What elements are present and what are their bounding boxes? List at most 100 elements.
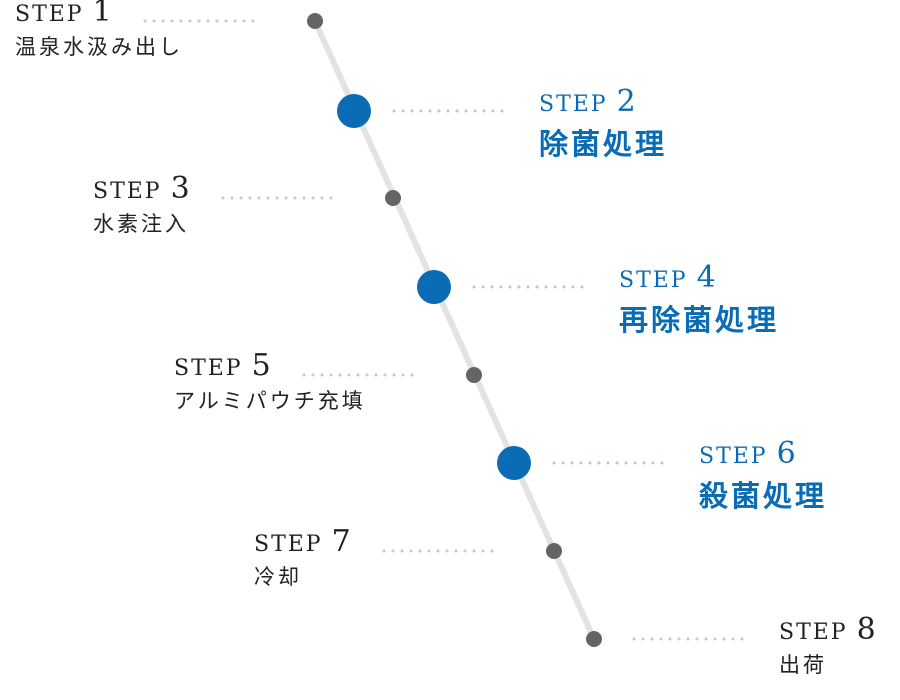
leader-dot bbox=[517, 285, 521, 289]
leader-dot bbox=[632, 637, 636, 641]
step-name: 温泉水汲み出し bbox=[15, 35, 183, 59]
leader-dot bbox=[731, 637, 735, 641]
leader-dot bbox=[481, 549, 485, 553]
step-index: 4 bbox=[696, 260, 716, 295]
leader-dot bbox=[526, 285, 530, 289]
step-name: 出荷 bbox=[779, 653, 827, 677]
leader-dot bbox=[161, 19, 165, 23]
leader-dot bbox=[221, 196, 225, 200]
step-index: 7 bbox=[331, 524, 351, 559]
leader-dot bbox=[668, 637, 672, 641]
step-prefix: STEP bbox=[15, 2, 93, 27]
leader-dot bbox=[650, 637, 654, 641]
step-prefix: STEP bbox=[619, 268, 697, 293]
leader-dot bbox=[275, 196, 279, 200]
leader-dot bbox=[463, 549, 467, 553]
leader-dot bbox=[257, 196, 261, 200]
leader-dot bbox=[329, 373, 333, 377]
leader-dot bbox=[284, 196, 288, 200]
leader-dot bbox=[659, 637, 663, 641]
step-number: STEP 6 bbox=[699, 436, 827, 471]
leader-dot bbox=[482, 109, 486, 113]
leader-dot bbox=[410, 109, 414, 113]
leader-dot bbox=[419, 109, 423, 113]
leader-dot bbox=[293, 196, 297, 200]
leader-dot bbox=[535, 285, 539, 289]
step-index: 1 bbox=[92, 0, 112, 29]
step-number: STEP 7 bbox=[254, 524, 351, 559]
step-name-text: 再除菌処理 bbox=[619, 303, 780, 337]
leader-dot bbox=[224, 19, 228, 23]
leader-dot bbox=[481, 285, 485, 289]
leader-dot bbox=[401, 109, 405, 113]
step-number: STEP 3 bbox=[93, 171, 190, 206]
dotted-leader bbox=[552, 461, 664, 465]
leader-dot bbox=[473, 109, 477, 113]
step-name: アルミパウチ充填 bbox=[174, 389, 366, 413]
step-prefix: STEP bbox=[539, 92, 617, 117]
leader-dot bbox=[266, 196, 270, 200]
step-prefix: STEP bbox=[174, 356, 252, 381]
leader-dot bbox=[233, 19, 237, 23]
step-index: 2 bbox=[616, 84, 636, 119]
leader-dot bbox=[197, 19, 201, 23]
leader-dot bbox=[215, 19, 219, 23]
leader-dot bbox=[508, 285, 512, 289]
leader-dot bbox=[428, 109, 432, 113]
leader-dot bbox=[677, 637, 681, 641]
leader-dot bbox=[722, 637, 726, 641]
step-name: 殺菌処理 bbox=[679, 473, 850, 525]
leader-dot bbox=[562, 285, 566, 289]
step-node-major bbox=[337, 94, 371, 128]
leader-dot bbox=[410, 373, 414, 377]
step-prefix: STEP bbox=[779, 620, 857, 645]
step-number: STEP 4 bbox=[619, 260, 779, 295]
step-label-7: STEP 7 冷却 bbox=[254, 524, 351, 591]
leader-dot bbox=[392, 109, 396, 113]
step-name-text: 除菌処理 bbox=[539, 127, 668, 161]
leader-dot bbox=[651, 461, 655, 465]
step-name: 除菌処理 bbox=[519, 121, 690, 173]
leader-dot bbox=[356, 373, 360, 377]
leader-dot bbox=[490, 285, 494, 289]
dotted-leader bbox=[221, 196, 333, 200]
leader-dot bbox=[242, 19, 246, 23]
leader-dot bbox=[239, 196, 243, 200]
leader-dot bbox=[695, 637, 699, 641]
leader-dot bbox=[686, 637, 690, 641]
step-name: 冷却 bbox=[254, 565, 302, 589]
dotted-leader bbox=[302, 373, 414, 377]
step-label-2: STEP 2 除菌処理 bbox=[519, 84, 690, 173]
step-prefix: STEP bbox=[93, 179, 171, 204]
leader-dot bbox=[624, 461, 628, 465]
step-label-1: STEP 1 温泉水汲み出し bbox=[15, 0, 183, 61]
leader-dot bbox=[437, 109, 441, 113]
leader-dot bbox=[570, 461, 574, 465]
leader-dot bbox=[329, 196, 333, 200]
leader-dot bbox=[472, 285, 476, 289]
leader-dot bbox=[704, 637, 708, 641]
leader-dot bbox=[143, 19, 147, 23]
leader-dot bbox=[615, 461, 619, 465]
leader-dot bbox=[338, 373, 342, 377]
leader-dot bbox=[409, 549, 413, 553]
step-node bbox=[586, 631, 602, 647]
leader-dot bbox=[455, 109, 459, 113]
leader-dot bbox=[446, 109, 450, 113]
leader-dot bbox=[660, 461, 664, 465]
step-name: 再除菌処理 bbox=[599, 297, 802, 349]
leader-dot bbox=[401, 373, 405, 377]
leader-dot bbox=[311, 196, 315, 200]
leader-dot bbox=[179, 19, 183, 23]
leader-dot bbox=[580, 285, 584, 289]
leader-dot bbox=[302, 196, 306, 200]
step-node bbox=[546, 543, 562, 559]
step-node-major bbox=[417, 270, 451, 304]
step-label-4: STEP 4 再除菌処理 bbox=[599, 260, 802, 349]
leader-dot bbox=[491, 109, 495, 113]
leader-dot bbox=[472, 549, 476, 553]
